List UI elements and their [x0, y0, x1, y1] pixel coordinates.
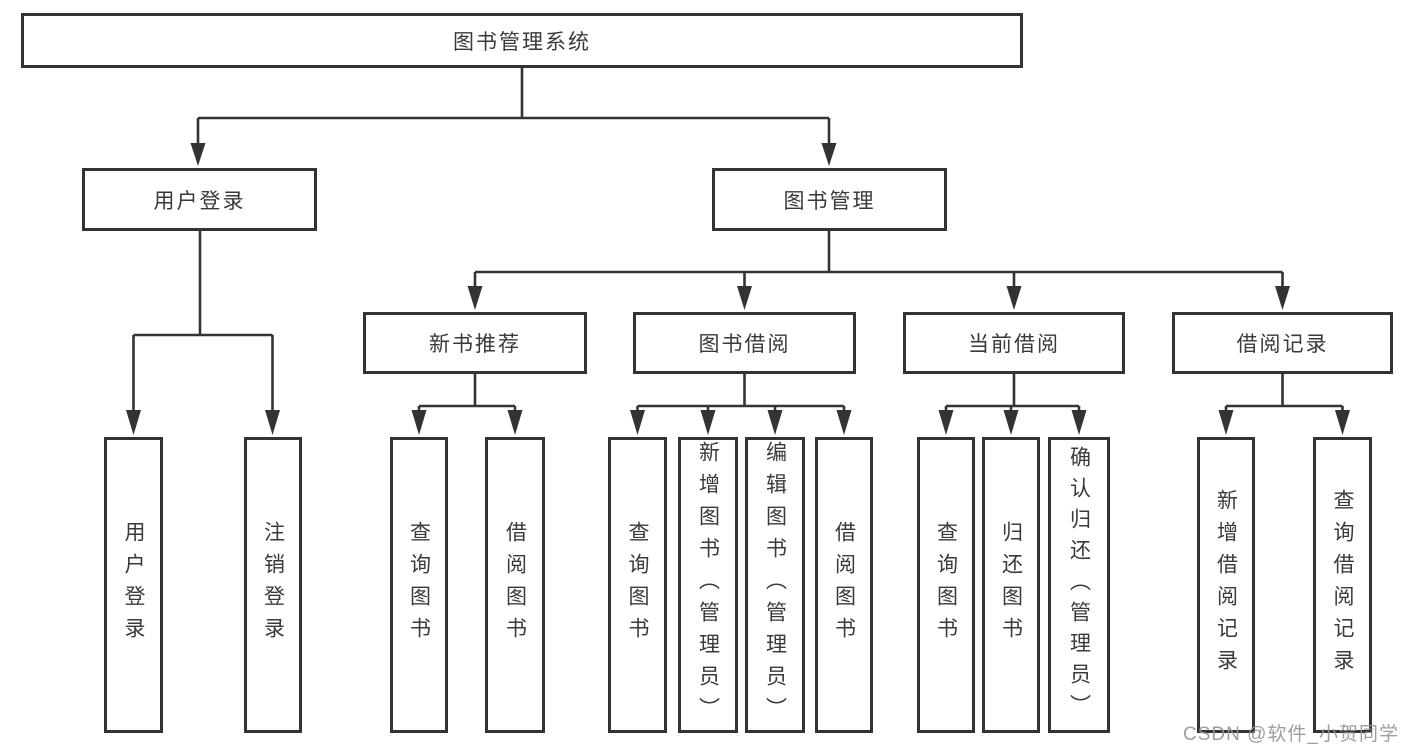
leaf-edit-book-admin-label: 编辑图书（管理员） [763, 441, 787, 729]
connector-recommend-to-leaves [417, 374, 517, 411]
connector-borrow-to-leaves [636, 374, 846, 411]
node-current-borrow-label: 当前借阅 [968, 333, 1060, 356]
leaf-add-book-admin: 新增图书（管理员） [678, 437, 738, 733]
node-root-library-system: 图书管理系统 [21, 13, 1023, 68]
leaf-query-books-borrow-label: 查询图书 [626, 521, 649, 649]
leaf-add-book-admin-label: 新增图书（管理员） [696, 441, 720, 729]
leaf-query-books-current-label: 查询图书 [934, 521, 958, 649]
leaf-add-borrow-record: 新增借阅记录 [1197, 437, 1255, 733]
leaf-add-borrow-record-label: 新增借阅记录 [1214, 489, 1238, 681]
leaf-confirm-return-admin: 确认归还（管理员） [1048, 437, 1110, 733]
node-book-management: 图书管理 [712, 168, 947, 231]
leaf-return-books: 归还图书 [982, 437, 1040, 733]
leaf-confirm-return-admin-label: 确认归还（管理员） [1067, 445, 1091, 725]
connector-root-to-level2 [196, 68, 831, 145]
node-book-management-label: 图书管理 [783, 189, 876, 213]
connector-login-to-leaves [132, 231, 274, 412]
node-new-book-recommend: 新书推荐 [363, 312, 587, 374]
leaf-user-login-label: 用户登录 [122, 521, 145, 649]
node-user-login: 用户登录 [82, 168, 317, 231]
node-user-login-label: 用户登录 [153, 189, 246, 213]
leaf-query-books-recommend-label: 查询图书 [407, 521, 431, 649]
leaf-borrow-books-label: 借阅图书 [832, 521, 856, 649]
leaf-query-books-recommend: 查询图书 [390, 437, 448, 733]
leaf-query-books-current: 查询图书 [917, 437, 975, 733]
node-new-book-recommend-label: 新书推荐 [429, 333, 521, 356]
node-root-label: 图书管理系统 [453, 30, 591, 54]
connector-records-to-leaves [1224, 374, 1344, 411]
leaf-return-books-label: 归还图书 [999, 521, 1023, 649]
node-borrow-records: 借阅记录 [1172, 312, 1393, 374]
leaf-borrow-books-recommend: 借阅图书 [485, 437, 545, 733]
leaf-user-login: 用户登录 [104, 437, 163, 733]
leaf-query-books-borrow: 查询图书 [608, 437, 667, 733]
leaf-query-borrow-record-label: 查询借阅记录 [1331, 489, 1354, 681]
connector-mgmt-to-level3 [473, 231, 1284, 287]
csdn-watermark: CSDN @软件_小贺同学 [1183, 724, 1399, 745]
leaf-query-borrow-record: 查询借阅记录 [1313, 437, 1372, 733]
leaf-logout-label: 注销登录 [261, 521, 285, 649]
connector-current-to-leaves [944, 374, 1081, 411]
node-book-borrow-label: 图书借阅 [698, 333, 791, 356]
node-current-borrow: 当前借阅 [903, 312, 1125, 374]
leaf-logout: 注销登录 [244, 437, 302, 733]
node-borrow-records-label: 借阅记录 [1236, 333, 1329, 356]
leaf-borrow-books: 借阅图书 [815, 437, 873, 733]
leaf-borrow-books-recommend-label: 借阅图书 [503, 521, 527, 649]
node-book-borrow: 图书借阅 [633, 312, 856, 374]
leaf-edit-book-admin: 编辑图书（管理员） [745, 437, 805, 733]
